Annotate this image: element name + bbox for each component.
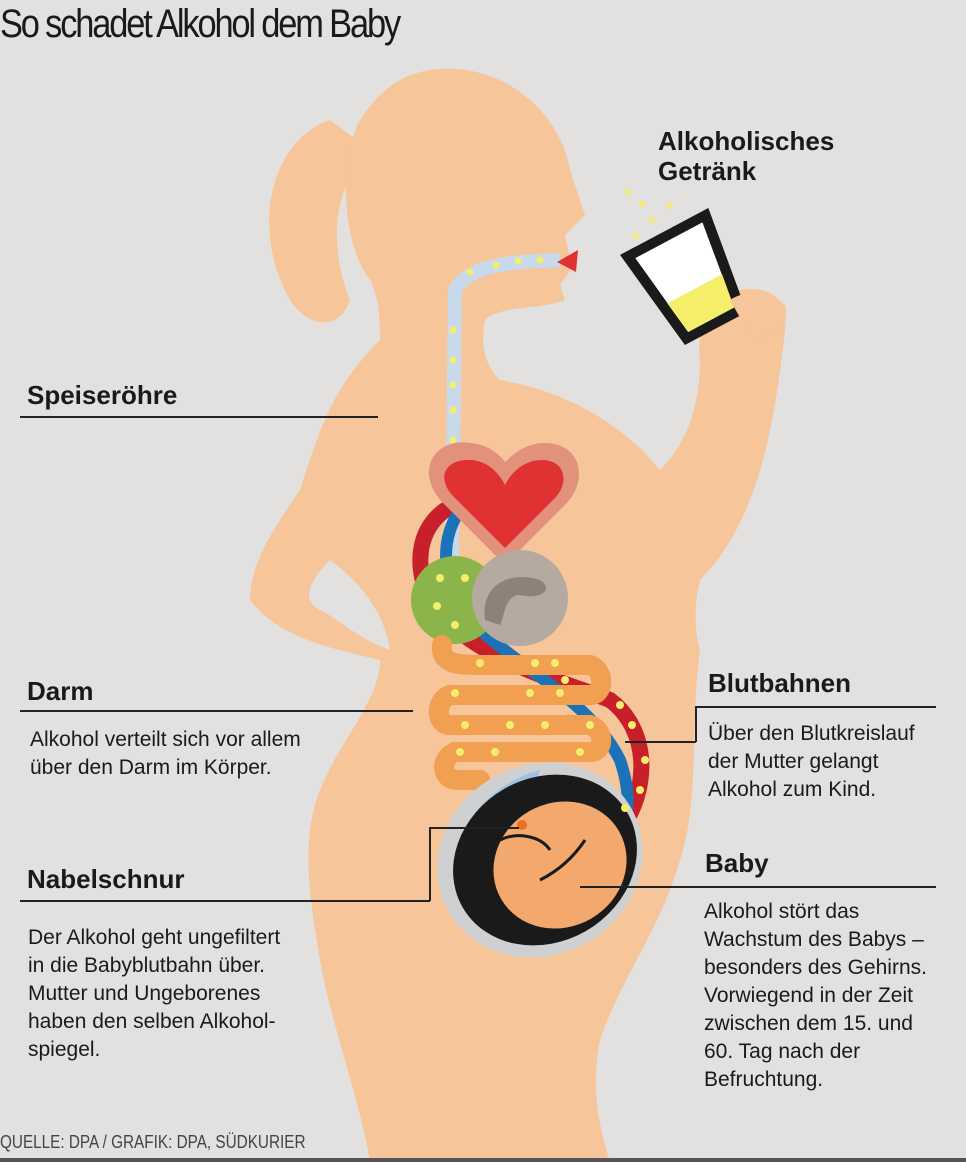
- desc-line: haben den selben Alkohol-: [28, 1010, 276, 1033]
- bloodstream-leader-line: [695, 706, 936, 708]
- umbilical-leader-vertical: [429, 827, 431, 901]
- umbilical-leader-line: [20, 900, 430, 902]
- umbilical-cord-description: Der Alkohol geht ungefiltert in die Baby…: [28, 924, 280, 1064]
- bloodstream-leader-vertical: [695, 706, 697, 742]
- bottom-border: [0, 1158, 966, 1162]
- desc-line: Über den Blutkreislauf: [708, 722, 915, 745]
- desc-line: der Mutter gelangt: [708, 750, 879, 773]
- umbilical-cord-label: Nabelschnur: [27, 864, 185, 894]
- baby-arm: [499, 834, 587, 882]
- esophagus-leader-line: [20, 416, 378, 418]
- umbilical-cord: [517, 820, 527, 830]
- umbilical-leader-stub: [429, 827, 519, 829]
- bloodstream-label: Blutbahnen: [708, 668, 851, 698]
- desc-line: Der Alkohol geht ungefiltert: [28, 926, 281, 949]
- page-title: So schadet Alkohol dem Baby: [0, 2, 401, 46]
- intestine-leader-line: [20, 710, 413, 712]
- heart: [444, 459, 564, 548]
- baby-leader-line: [580, 886, 936, 888]
- baby-body: [493, 801, 627, 929]
- baby-label: Baby: [705, 848, 769, 878]
- desc-line: Mutter und Ungeborenes: [28, 982, 261, 1005]
- mouth-arrow: [557, 250, 578, 272]
- intestine-label: Darm: [27, 676, 94, 706]
- desc-line: über den Darm im Körper.: [30, 756, 272, 779]
- desc-line: Alkohol verteilt sich vor allem: [30, 728, 301, 751]
- esophagus-label: Speiseröhre: [27, 380, 178, 410]
- bloodstream-description: Über den Blutkreislauf der Mutter gelang…: [708, 720, 915, 804]
- bloodstream-leader-stub: [625, 741, 696, 743]
- drink-label-line2: Getränk: [658, 156, 757, 186]
- desc-line: besonders des Gehirns.: [704, 956, 927, 979]
- drink-label-line1: Alkoholisches: [658, 126, 835, 156]
- ponytail: [269, 120, 370, 323]
- desc-line: 60. Tag nach der: [704, 1040, 861, 1063]
- desc-line: zwischen dem 15. und: [704, 1012, 913, 1035]
- desc-line: Alkohol zum Kind.: [708, 778, 877, 801]
- glass-icon: [620, 207, 747, 345]
- stomach-inner: [484, 576, 547, 625]
- desc-line: spiegel.: [28, 1038, 101, 1061]
- drink-label: Alkoholisches Getränk: [658, 126, 834, 186]
- desc-line: Vorwiegend in der Zeit: [704, 984, 913, 1007]
- stomach: [472, 550, 568, 646]
- intestine-description: Alkohol verteilt sich vor allem über den…: [30, 726, 301, 782]
- hand: [730, 293, 786, 337]
- desc-line: Befruchtung.: [704, 1068, 824, 1091]
- alcohol-dots: [433, 189, 673, 812]
- source-credit: QUELLE: DPA / GRAFIK: DPA, SÜDKURIER: [0, 1132, 306, 1152]
- desc-line: Wachstum des Babys –: [704, 928, 924, 951]
- desc-line: Alkohol stört das: [704, 900, 860, 923]
- desc-line: in die Babyblutbahn über.: [28, 954, 266, 977]
- baby-description: Alkohol stört das Wachstum des Babys – b…: [704, 898, 927, 1094]
- arm-gap: [309, 560, 390, 650]
